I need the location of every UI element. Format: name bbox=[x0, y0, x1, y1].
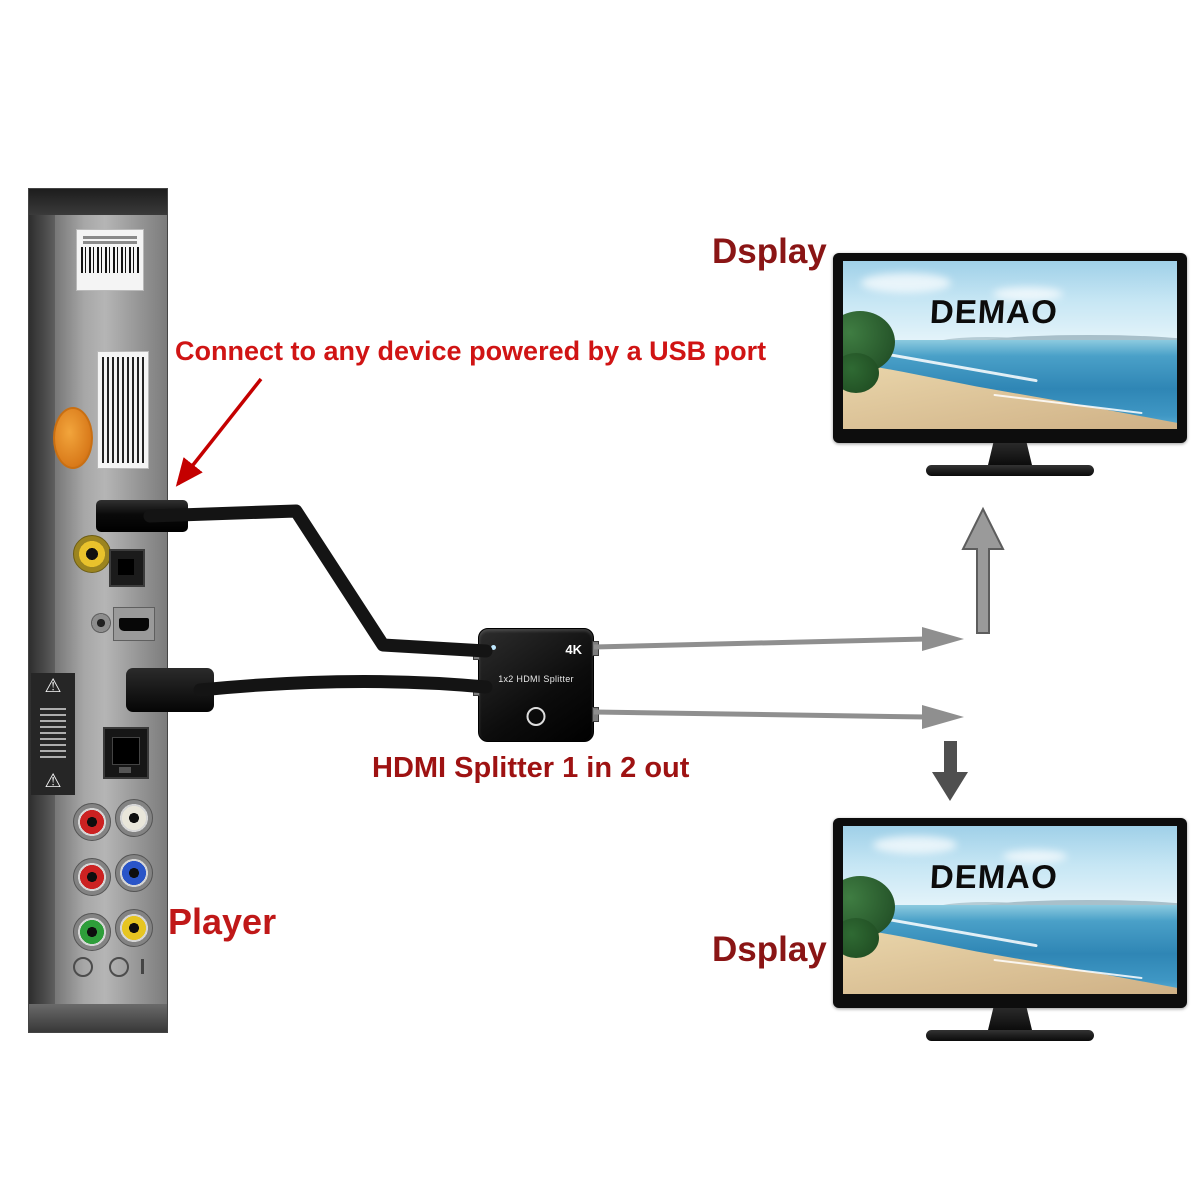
coaxial-port bbox=[91, 613, 111, 633]
ethernet-opening bbox=[112, 737, 140, 765]
down-arrow-to-bottom-display bbox=[932, 741, 968, 801]
splitter-model-label: 1x2 HDMI Splitter bbox=[498, 674, 574, 684]
usb-power-cable bbox=[143, 504, 493, 658]
tv-display-top: DEMAO bbox=[833, 253, 1187, 476]
barcode-sticker-side bbox=[97, 351, 149, 469]
tv-bezel: DEMAO bbox=[833, 253, 1187, 443]
warning-fine-print bbox=[40, 708, 66, 760]
tv-screen: DEMAO bbox=[843, 826, 1177, 994]
4k-badge: 4K bbox=[565, 642, 582, 657]
tv-stand-neck bbox=[988, 1008, 1032, 1030]
usb-power-port bbox=[473, 681, 480, 696]
warning-triangle-icon: ⚠ bbox=[44, 676, 62, 697]
barcode-sticker-top bbox=[76, 229, 144, 291]
optical-audio-port bbox=[109, 549, 145, 587]
hdmi-input-port bbox=[473, 645, 480, 660]
tv-stand-base bbox=[926, 465, 1094, 476]
cloud bbox=[861, 273, 951, 293]
output-arrow-bottom-shaft bbox=[593, 709, 927, 720]
panel-top-cap bbox=[29, 189, 167, 215]
screen-brand-text: DEMAO bbox=[928, 857, 1059, 895]
output-arrow-bottom-head bbox=[922, 705, 964, 729]
rca-jack-red bbox=[73, 803, 111, 841]
certification-mark bbox=[73, 957, 93, 977]
panel-marking bbox=[141, 959, 144, 974]
cloud bbox=[993, 287, 1063, 301]
splitter-logo-icon bbox=[526, 707, 546, 726]
hdmi-splitter-box: 4K 1x2 HDMI Splitter bbox=[473, 628, 599, 742]
player-back-panel: ⚠ ⚠ bbox=[28, 188, 168, 1033]
hdmi-output-port bbox=[113, 607, 155, 641]
usb-note-arrow bbox=[175, 377, 263, 487]
rca-jack-red bbox=[73, 858, 111, 896]
usb-note-text: Connect to any device powered by a USB p… bbox=[175, 336, 767, 366]
panel-left-edge bbox=[29, 189, 55, 1032]
splitter-caption-text: HDMI Splitter 1 in 2 out bbox=[372, 752, 690, 784]
rca-video-jack-yellow bbox=[73, 535, 111, 573]
certification-mark bbox=[109, 957, 129, 977]
display-bottom-label: Dsplay bbox=[712, 930, 827, 969]
sticker-text-line bbox=[83, 241, 137, 244]
sticker-text-line bbox=[83, 236, 137, 239]
hdmi-cable-plug bbox=[126, 668, 214, 712]
tv-display-bottom: DEMAO bbox=[833, 818, 1187, 1041]
ethernet-port bbox=[103, 727, 149, 779]
barcode-lines bbox=[102, 357, 144, 463]
hdmi-input-cable bbox=[193, 675, 493, 697]
hdmi-output-port-1 bbox=[592, 641, 599, 656]
orange-seal-sticker bbox=[53, 407, 93, 469]
barcode-lines bbox=[81, 247, 139, 273]
panel-bottom-cap bbox=[29, 1004, 167, 1032]
rca-jack-blue bbox=[115, 854, 153, 892]
tv-stand-neck bbox=[988, 443, 1032, 465]
cloud bbox=[873, 836, 957, 854]
hdmi-output-port-2 bbox=[592, 707, 599, 722]
warning-triangle-icon: ⚠ bbox=[44, 771, 62, 792]
screen-brand-text: DEMAO bbox=[928, 292, 1059, 330]
rca-jack-yellow bbox=[115, 909, 153, 947]
power-led bbox=[491, 645, 496, 650]
tv-stand-base bbox=[926, 1030, 1094, 1041]
display-top-label: Dsplay bbox=[712, 232, 827, 271]
ethernet-tab bbox=[119, 767, 131, 773]
cloud bbox=[1003, 850, 1067, 863]
output-arrow-top-shaft bbox=[593, 636, 927, 650]
player-label: Player bbox=[168, 901, 277, 942]
rca-jack-white bbox=[115, 799, 153, 837]
rca-jack-green bbox=[73, 913, 111, 951]
usb-power-plug bbox=[96, 500, 188, 532]
hdmi-slot bbox=[119, 618, 149, 631]
warning-label: ⚠ ⚠ bbox=[31, 673, 75, 795]
tv-screen: DEMAO bbox=[843, 261, 1177, 429]
up-arrow-to-top-display bbox=[961, 506, 1005, 634]
tv-bezel: DEMAO bbox=[833, 818, 1187, 1008]
optical-port-opening bbox=[118, 559, 134, 575]
output-arrow-top-head bbox=[922, 627, 964, 651]
